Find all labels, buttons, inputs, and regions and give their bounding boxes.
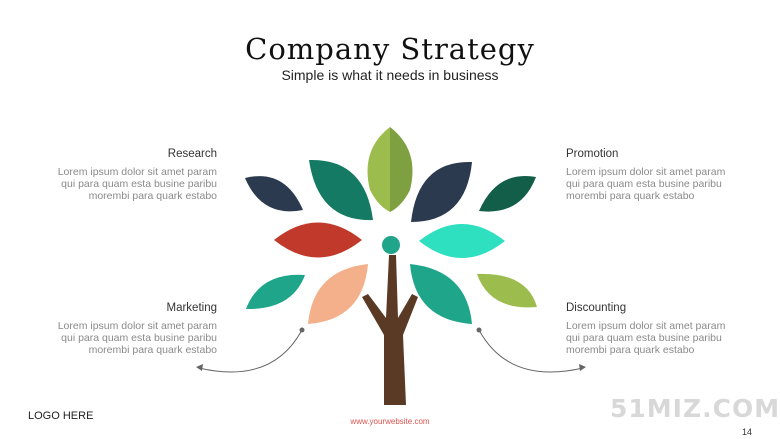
- leaf-navy-right: [411, 161, 472, 222]
- leaf-teal-lower: [410, 264, 472, 324]
- promotion-heading: Promotion: [566, 148, 619, 160]
- discounting-block: Discounting Lorem ipsum dolor sit amet p…: [566, 302, 756, 356]
- discounting-text: Lorem ipsum dolor sit amet param qui par…: [566, 320, 726, 356]
- promotion-block: Promotion Lorem ipsum dolor sit amet par…: [566, 148, 756, 202]
- leaf-teal-dark: [309, 159, 373, 221]
- marketing-block: Marketing Lorem ipsum dolor sit amet par…: [27, 302, 217, 356]
- leaf-navy-left: [245, 176, 303, 212]
- arrow-left-icon: [196, 364, 203, 371]
- discounting-heading: Discounting: [566, 302, 627, 314]
- leaf-lime: [477, 273, 537, 308]
- connector-curve-left: [198, 329, 303, 373]
- watermark-logo: 51MIZ.COM: [610, 394, 780, 423]
- leaf-top-right-half: [390, 127, 413, 212]
- research-block: Research Lorem ipsum dolor sit amet para…: [27, 148, 217, 202]
- leaf-peach: [308, 264, 368, 324]
- connector-curve-right: [478, 329, 584, 373]
- leaf-forest: [479, 175, 536, 212]
- marketing-heading: Marketing: [166, 302, 218, 314]
- tree-trunk: [362, 255, 418, 405]
- slide-title: Company Strategy: [245, 32, 535, 66]
- page-number: 14: [742, 427, 753, 437]
- leaf-top-left-half: [367, 127, 390, 212]
- slide-subtitle: Simple is what it needs in business: [281, 67, 499, 83]
- leaf-aqua: [419, 224, 505, 258]
- logo-placeholder: LOGO HERE: [28, 410, 94, 422]
- arrow-right-icon: [579, 364, 586, 371]
- tree-bud: [382, 236, 400, 254]
- research-heading: Research: [167, 148, 217, 160]
- promotion-text: Lorem ipsum dolor sit amet param qui par…: [566, 166, 726, 202]
- leaf-red: [274, 222, 362, 258]
- website-link[interactable]: www.yourwebsite.com: [350, 417, 430, 426]
- research-text: Lorem ipsum dolor sit amet param qui par…: [57, 166, 217, 202]
- leaf-teal-small: [246, 274, 305, 310]
- marketing-text: Lorem ipsum dolor sit amet param qui par…: [57, 320, 217, 356]
